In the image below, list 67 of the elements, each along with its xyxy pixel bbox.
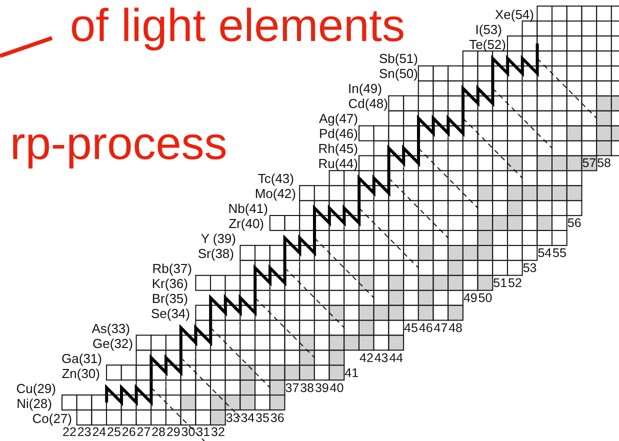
neutron-number: 37 xyxy=(285,380,300,396)
neutron-number: 25 xyxy=(107,425,121,440)
neutron-number: 49 xyxy=(463,290,478,306)
annotation-text: of light elements xyxy=(70,0,405,50)
neutron-number: 50 xyxy=(478,290,492,306)
neutron-number: 28 xyxy=(152,425,166,440)
neutron-number: 30 xyxy=(181,425,196,440)
neutron-number: 34 xyxy=(240,410,255,426)
element-label: Kr(36) xyxy=(152,276,188,291)
neutron-number: 23 xyxy=(77,425,92,440)
neutron-number: 52 xyxy=(508,276,522,291)
element-label: Y (39) xyxy=(200,230,236,246)
neutron-number: 57 xyxy=(582,156,596,172)
element-label: Ge(32) xyxy=(92,336,133,351)
neutron-number: 26 xyxy=(122,425,136,440)
neutron-number: 33 xyxy=(226,410,240,426)
element-label: Nb(41) xyxy=(228,201,268,216)
neutron-number: 54 xyxy=(538,246,552,261)
neutron-number: 39 xyxy=(314,380,329,396)
neutron-number: 31 xyxy=(196,425,210,440)
element-label: Sn(50) xyxy=(378,66,418,82)
annotation-text: rp-process xyxy=(10,118,228,168)
element-label: Xe(54) xyxy=(494,6,534,22)
neutron-number: 44 xyxy=(389,350,404,366)
neutron-number: 41 xyxy=(344,366,359,381)
element-label: Mo(42) xyxy=(254,186,296,202)
neutron-number: 47 xyxy=(434,320,448,336)
neutron-number: 40 xyxy=(330,380,344,396)
neutron-number: 36 xyxy=(270,410,284,426)
element-label: Ga(31) xyxy=(62,350,102,366)
neutron-number: 22 xyxy=(62,425,76,440)
element-label: Co(27) xyxy=(32,410,72,426)
neutron-number: 29 xyxy=(166,425,180,440)
neutron-number: 46 xyxy=(418,320,433,336)
neutron-number: 48 xyxy=(448,320,462,336)
element-label: Tc(43) xyxy=(258,171,294,186)
element-label: Zr(40) xyxy=(228,216,264,232)
neutron-number: 38 xyxy=(300,380,314,396)
element-label: Ag(47) xyxy=(318,111,358,126)
element-label: Ni(28) xyxy=(16,396,52,411)
neutron-number: 45 xyxy=(404,320,418,336)
element-label: Sb(51) xyxy=(378,51,418,66)
element-label: Ru(44) xyxy=(318,156,358,172)
element-label: I(53) xyxy=(475,22,502,37)
element-label: In(49) xyxy=(348,81,382,96)
neutron-number: 51 xyxy=(493,276,508,291)
element-label: Cd(48) xyxy=(348,96,388,112)
element-label: Sr(38) xyxy=(198,246,234,261)
neutron-number: 43 xyxy=(374,350,388,366)
neutron-number: 42 xyxy=(360,350,374,366)
element-label: Zn(30) xyxy=(62,366,100,381)
neutron-number: 55 xyxy=(552,246,566,261)
element-label: Cu(29) xyxy=(16,380,56,396)
neutron-number: 56 xyxy=(567,216,582,232)
neutron-number: 53 xyxy=(522,260,537,276)
neutron-number: 58 xyxy=(597,156,611,172)
neutron-number: 27 xyxy=(136,425,151,440)
element-label: Te(52) xyxy=(469,36,506,52)
neutron-number: 35 xyxy=(256,410,270,426)
element-label: Rh(45) xyxy=(318,141,358,156)
neutron-number: 24 xyxy=(92,425,106,440)
element-label: Rb(37) xyxy=(152,260,192,276)
element-label: Br(35) xyxy=(152,290,188,306)
element-label: As(33) xyxy=(92,320,130,336)
neutron-number: 32 xyxy=(211,425,225,440)
element-label: Pd(46) xyxy=(318,126,358,142)
element-label: Se(34) xyxy=(150,306,190,321)
